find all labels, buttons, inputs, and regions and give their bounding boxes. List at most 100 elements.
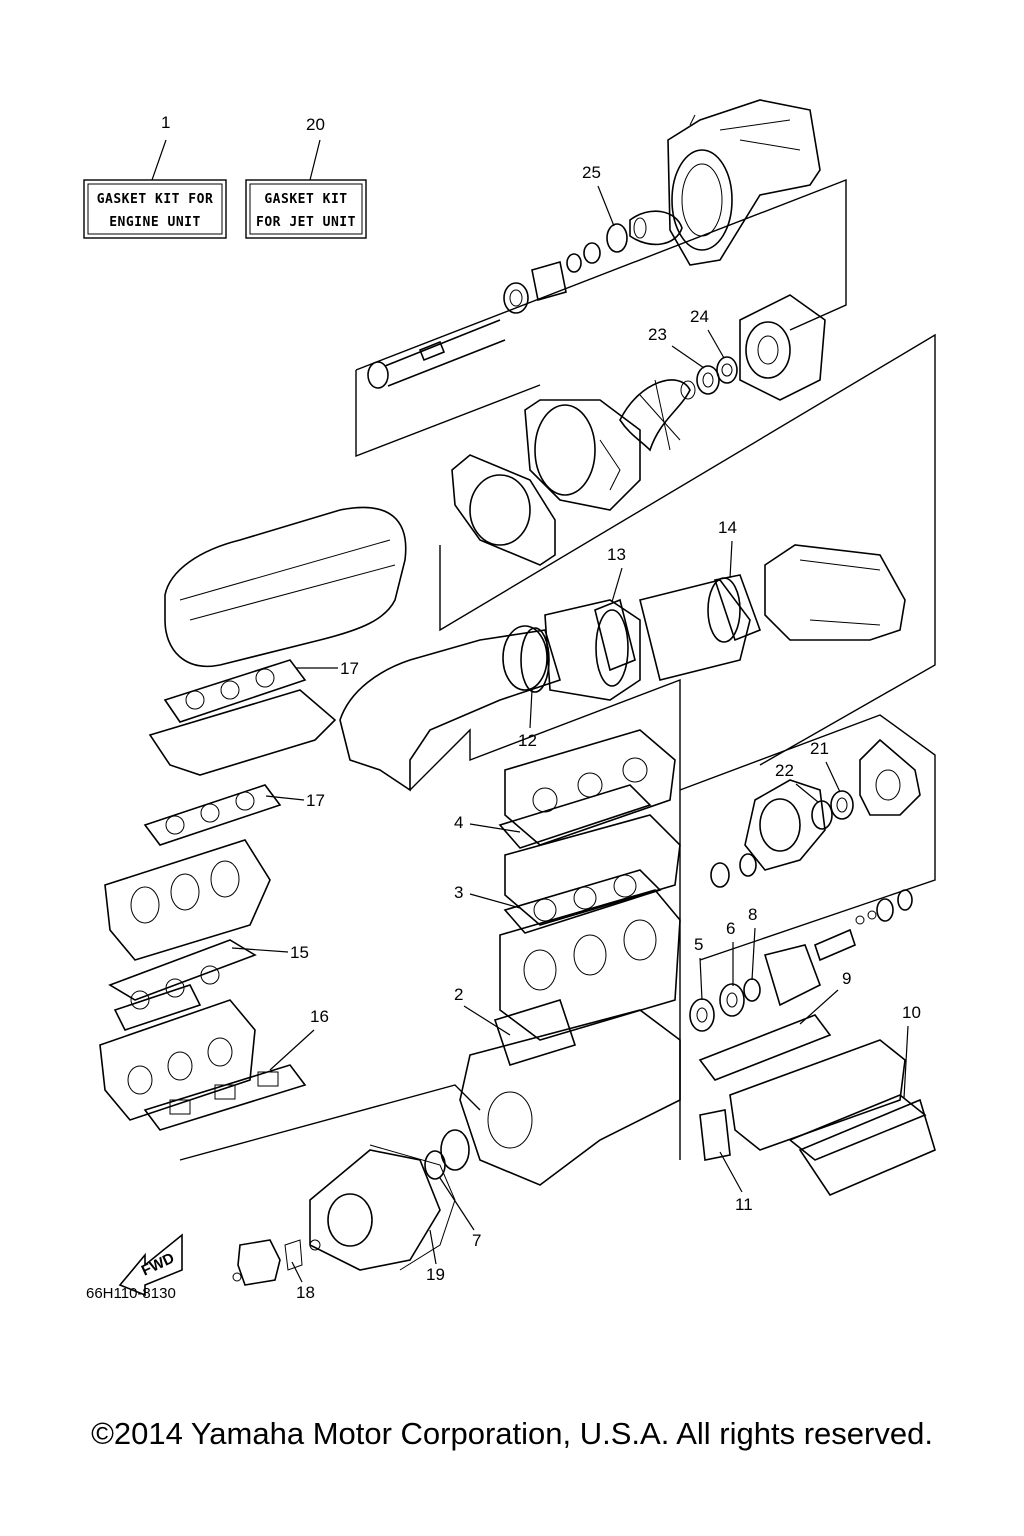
exhaust-manifold	[729, 1039, 906, 1151]
jet-gasket-kit-label: GASKET KIT FOR JET UNIT	[245, 179, 367, 239]
bearing-cover-plate	[859, 738, 921, 816]
oil-seal-22	[811, 800, 833, 830]
callout-6: 6	[726, 919, 735, 938]
callout-21: 21	[810, 739, 829, 758]
bearing-housing-frame	[679, 714, 936, 961]
leader-20	[309, 139, 321, 181]
engine-top-cover	[164, 506, 407, 668]
callout-20: 20	[306, 115, 325, 134]
leader-8	[751, 927, 756, 981]
leader-19	[429, 1229, 437, 1265]
engine-kit-line1: GASKET KIT FOR	[97, 192, 214, 207]
jet-tube	[639, 577, 751, 681]
gasket-13	[594, 598, 636, 672]
leader-16	[269, 1029, 315, 1071]
callout-1: 1	[161, 113, 170, 132]
leader-11	[719, 1151, 743, 1193]
leader-25	[597, 185, 615, 227]
callout-9: 9	[842, 969, 851, 988]
gasket-14	[713, 574, 762, 642]
callout-5: 5	[694, 935, 703, 954]
cylinder-frame	[409, 678, 681, 1160]
o-ring-8	[743, 978, 761, 1002]
leader-7	[439, 1177, 475, 1231]
callout-22: 22	[775, 761, 794, 780]
callout-12: 12	[518, 731, 537, 750]
jet-exhaust-housing	[764, 544, 906, 641]
oil-pump-18	[232, 1239, 321, 1286]
exhaust-gasket-10	[788, 1094, 927, 1161]
jet-pump-housing	[524, 399, 641, 511]
reed-valve-gasket-16	[143, 1064, 307, 1131]
callout-11: 11	[735, 1195, 753, 1214]
engine-kit-line2: ENGINE UNIT	[109, 215, 201, 230]
jet-kit-line2: FOR JET UNIT	[256, 215, 356, 230]
bearing-housing	[744, 779, 826, 871]
leader-21	[825, 761, 841, 793]
leader-13	[611, 567, 623, 603]
jet-housing-frame	[439, 333, 936, 766]
bearing-24	[716, 356, 738, 384]
leader-12	[529, 689, 533, 729]
jet-drive-housing	[544, 599, 641, 701]
fwd-arrow-icon: FWD	[118, 1233, 183, 1297]
generator-cover	[309, 1149, 441, 1271]
intake-plate-gasket	[451, 454, 556, 566]
callout-3: 3	[454, 883, 463, 902]
nozzle-housing	[667, 99, 821, 266]
intake-gasket-15	[108, 939, 257, 1031]
callout-15: 15	[290, 943, 309, 962]
callout-18: 18	[296, 1283, 315, 1302]
callout-4: 4	[454, 813, 463, 832]
gasket-11	[699, 1109, 731, 1161]
jet-kit-line1: GASKET KIT	[264, 192, 347, 207]
head-gasket-4	[498, 784, 652, 849]
leader-22	[795, 783, 819, 803]
exhaust-cover	[798, 1098, 936, 1196]
leader-17b	[265, 795, 305, 801]
head-gasket-17-lower	[143, 784, 282, 846]
jet-pump-frame	[355, 178, 847, 458]
leader-3	[469, 893, 521, 909]
crankcase	[459, 1009, 681, 1186]
copyright-notice: ©2014 Yamaha Motor Corporation, U.S.A. A…	[91, 1416, 933, 1451]
leader-14	[729, 540, 733, 579]
callout-25: 25	[582, 163, 601, 182]
gasket-19	[369, 1144, 456, 1271]
callout-19: 19	[426, 1265, 445, 1284]
leader-15	[231, 947, 289, 953]
washer	[680, 380, 696, 400]
cylinder-upper	[504, 814, 681, 926]
cylinder-head	[504, 729, 676, 846]
head-gasket-17-upper	[163, 659, 307, 723]
leader-24	[707, 329, 725, 359]
bearing-21	[830, 790, 854, 820]
callout-16: 16	[310, 1007, 329, 1026]
bearing-23	[696, 365, 720, 395]
leader-10	[903, 1025, 909, 1099]
jet-intake-duct	[339, 625, 561, 792]
drive-shaft-assembly	[367, 242, 601, 389]
callout-13: 13	[607, 545, 626, 564]
callout-14: 14	[718, 518, 737, 537]
leader-1	[151, 139, 167, 181]
intake-manifold	[99, 999, 256, 1121]
callout-7: 7	[472, 1231, 481, 1250]
leader-9	[799, 989, 839, 1025]
impeller-nose-cone	[629, 210, 683, 246]
base-gasket-2	[493, 999, 577, 1066]
callout-24: 24	[690, 307, 709, 326]
oil-seal-ring	[440, 1129, 470, 1171]
leader-2	[463, 1005, 511, 1036]
callout-10: 10	[902, 1003, 921, 1022]
cylinder-block	[499, 889, 681, 1041]
seal-7	[424, 1150, 446, 1180]
leader-5	[699, 957, 703, 1001]
pump-cover	[739, 294, 826, 401]
leader-4	[469, 823, 521, 833]
carburetor-assembly	[104, 839, 271, 961]
coupling-shaft	[763, 889, 913, 1007]
impeller	[619, 379, 691, 452]
callout-17b: 17	[306, 791, 325, 810]
